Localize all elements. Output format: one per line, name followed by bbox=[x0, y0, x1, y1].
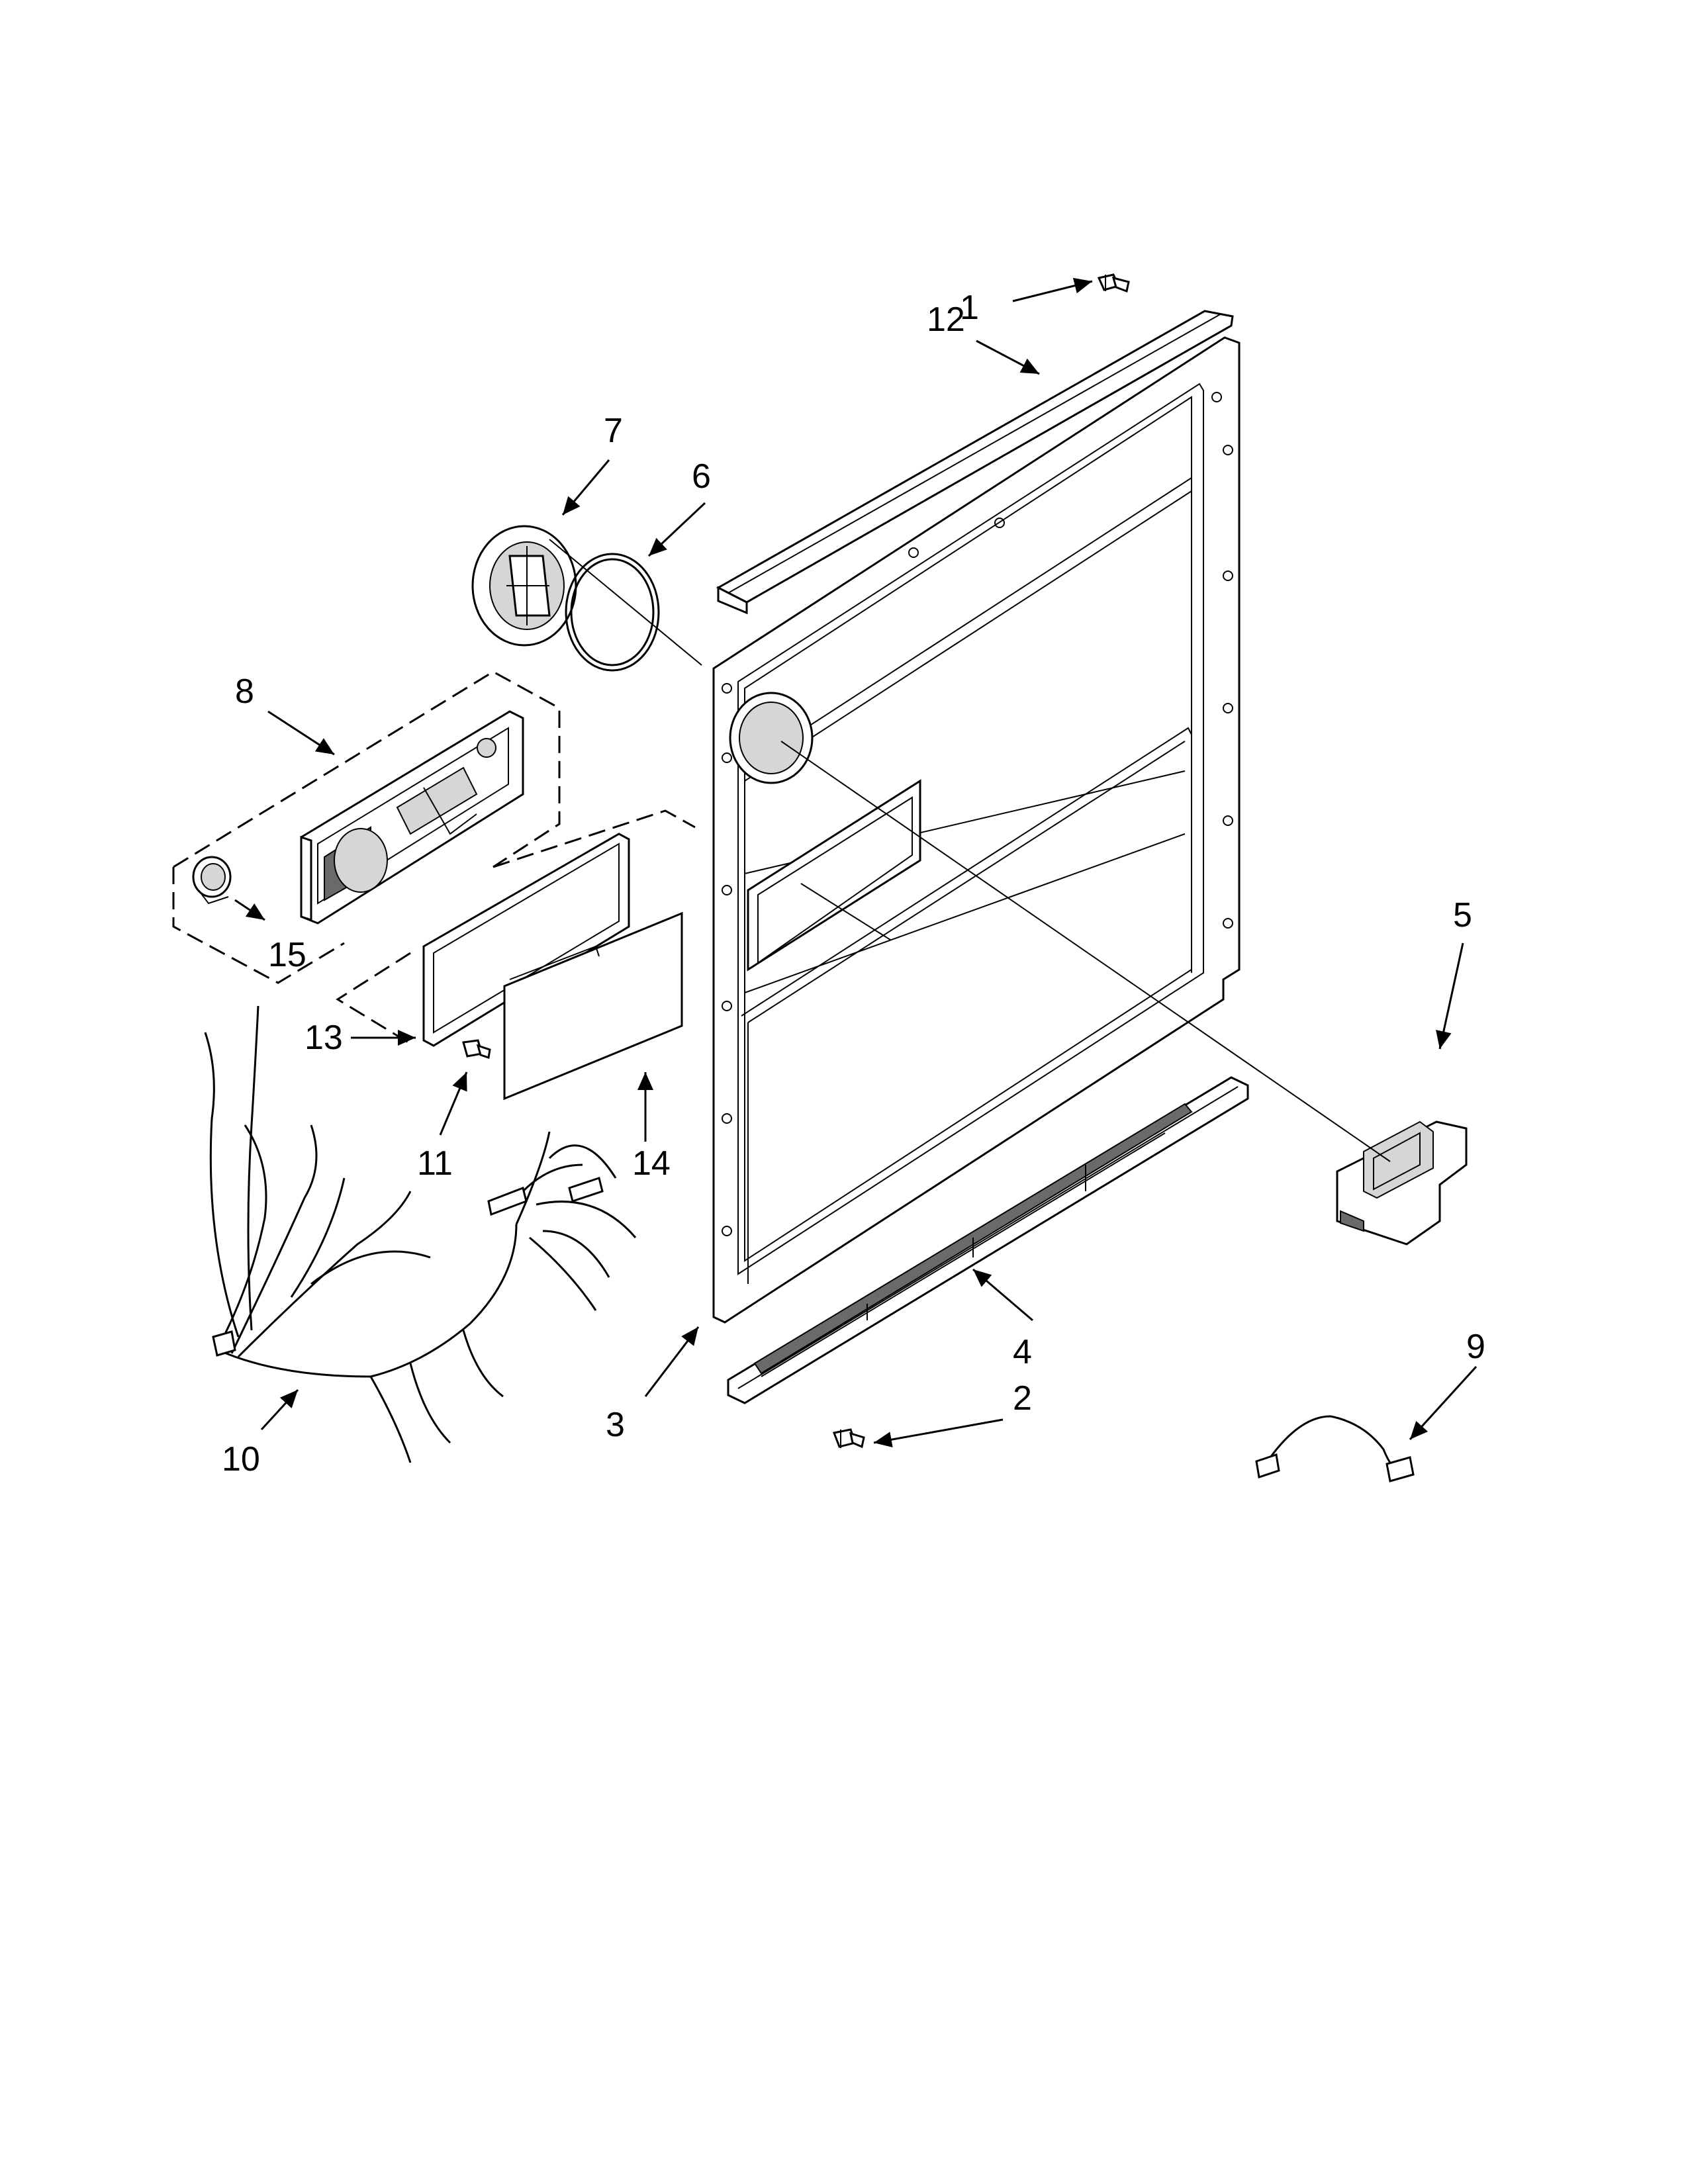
callout-3: 3 bbox=[606, 1406, 625, 1444]
knob-part bbox=[192, 856, 232, 905]
callout-1: 1 bbox=[960, 289, 979, 327]
top-trim-part bbox=[716, 310, 1234, 615]
callout-4: 4 bbox=[1013, 1333, 1032, 1371]
leader-lines bbox=[549, 539, 1391, 1162]
vent-cover-part bbox=[471, 525, 577, 647]
callout-12: 12 bbox=[927, 300, 965, 339]
callout-7: 7 bbox=[604, 412, 623, 450]
bottom-trim-part bbox=[727, 1076, 1249, 1404]
callout-15: 15 bbox=[268, 936, 306, 974]
callout-13: 13 bbox=[305, 1019, 343, 1057]
bottom-screw-part bbox=[832, 1428, 865, 1449]
callout-8: 8 bbox=[235, 672, 254, 711]
top-screw-part bbox=[1097, 273, 1130, 293]
callout-arrows bbox=[234, 277, 1477, 1448]
callout-2: 2 bbox=[1013, 1379, 1032, 1418]
control-plate-part bbox=[336, 809, 696, 1047]
door-latch-part bbox=[1336, 1120, 1468, 1246]
callout-11: 11 bbox=[417, 1144, 453, 1183]
vent-gasket-part bbox=[565, 553, 660, 672]
control-shield-part bbox=[503, 911, 683, 1101]
callout-labels: 1 12 7 6 8 5 15 13 11 14 4 9 3 2 10 bbox=[222, 289, 1485, 1479]
callout-10: 10 bbox=[222, 1440, 260, 1479]
control-housing-part bbox=[172, 670, 561, 984]
sensor-wire-part bbox=[1255, 1415, 1415, 1482]
callout-14: 14 bbox=[632, 1144, 671, 1183]
wire-harness-part bbox=[204, 1005, 637, 1463]
callout-6: 6 bbox=[692, 457, 711, 496]
callout-9: 9 bbox=[1466, 1328, 1485, 1366]
door-panel-part bbox=[712, 336, 1241, 1324]
callout-5: 5 bbox=[1453, 896, 1472, 934]
control-screw-part bbox=[462, 1039, 491, 1059]
